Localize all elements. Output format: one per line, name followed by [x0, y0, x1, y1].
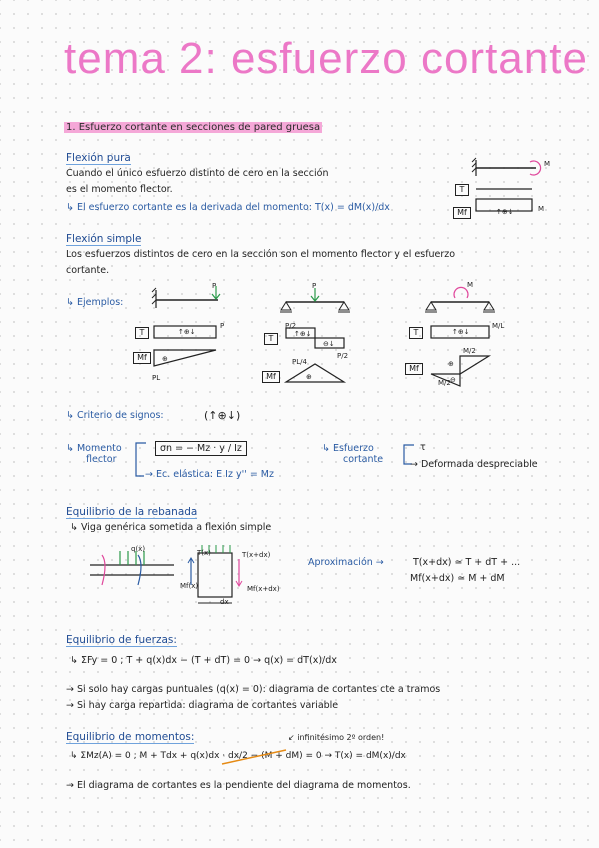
aprox-eq1: T(x+dx) ≃ T + dT + ...: [413, 557, 521, 568]
Txdx-label: T(x+dx): [242, 551, 271, 559]
momento-bracket: [135, 442, 146, 477]
ex2-T-sign: ↑⊕↓: [294, 330, 312, 338]
ex1-PL-label: PL: [152, 374, 161, 382]
fuerzas-eq: ↳ ΣFy = 0 ; T + q(x)dx − (T + dT) = 0 → …: [70, 655, 337, 666]
aprox-eq2: Mf(x+dx) ≃ M + dM: [410, 573, 505, 584]
ex1-P2-label: P: [220, 322, 225, 330]
criterio-label: ↳ Criterio de signos:: [66, 410, 164, 421]
aprox-label: Aproximación →: [308, 557, 384, 568]
elastica-text: → Ec. elástica: E Iz y'' = Mz: [145, 469, 274, 480]
ex1-Mf-box: Mf: [133, 352, 151, 364]
ex3-M2a-label: M/2: [463, 347, 476, 355]
ex1-Mf-sign: ⊕: [162, 355, 168, 363]
ex1-T-sign: ↑⊕↓: [178, 328, 196, 336]
heading-equilibrio-fuerzas: Equilibrio de fuerzas:: [66, 634, 177, 647]
strike-through: [221, 749, 287, 765]
section-heading: 1. Esfuerzo cortante en secciones de par…: [64, 122, 323, 133]
criterio-symbol: (↑⊕↓): [204, 409, 241, 422]
heading-equilibrio-rebanada: Equilibrio de la rebanada: [66, 506, 198, 519]
ejemplos-label: ↳ Ejemplos:: [66, 297, 124, 308]
flexion-pura-line1: Cuando el único esfuerzo distinto de cer…: [66, 168, 329, 179]
momento-label1: ↳ Momento: [66, 443, 122, 454]
heading-flexion-simple: Flexión simple: [66, 233, 142, 246]
heading-flexion-pura: Flexión pura: [66, 152, 131, 165]
ex2-Mf-box: Mf: [262, 371, 280, 383]
flexion-simple-line2: cortante.: [66, 265, 110, 276]
momento-label2: flector: [86, 454, 117, 465]
ex2-PL4-label: PL/4: [292, 358, 307, 366]
cortante-label2: cortante: [343, 454, 384, 465]
diagram-Mf-label: Mf: [453, 207, 471, 219]
Tx-label: T(x): [197, 549, 211, 557]
example3-diagram: [425, 286, 495, 387]
dx-label: dx: [220, 598, 229, 606]
ex1-P-label: P: [212, 282, 217, 290]
rebanada-line1: ↳ Viga genérica sometida a flexión simpl…: [70, 522, 272, 533]
flexion-simple-line1: Los esfuerzos distintos de cero en la se…: [66, 249, 456, 260]
ex3-T-sign: ↑⊕↓: [452, 328, 470, 336]
diagram-M-right: M: [538, 205, 545, 213]
fuerzas-bullet2: → Si hay carga repartida: diagrama de co…: [66, 700, 339, 711]
qx-label: q(x): [131, 545, 146, 553]
cortante-label1: ↳ Esfuerzo: [322, 443, 374, 454]
flexion-pura-line3: ↳ El esfuerzo cortante es la derivada de…: [66, 202, 390, 213]
section-heading-text: 1. Esfuerzo cortante en secciones de par…: [64, 122, 323, 133]
diagram-sign: ↑⊕↓: [496, 208, 514, 216]
momentos-final: → El diagrama de cortantes es la pendien…: [66, 780, 411, 791]
fuerzas-bullet1: → Si solo hay cargas puntuales (q(x) = 0…: [66, 684, 441, 695]
Mfx-label: Mf(x): [180, 582, 199, 590]
flexion-pura-line2: es el momento flector.: [66, 184, 173, 195]
example2-diagram: [280, 288, 350, 383]
ex2-P2b-label: P/2: [337, 352, 349, 360]
ex2-T-sign2: ⊖↓: [323, 340, 335, 348]
sigma-formula: σn = − Mz · y / Iz: [155, 441, 247, 456]
elastica-formula: → Ec. elástica: E Iz y'' = Mz: [145, 469, 274, 480]
tau-symbol: τ: [420, 442, 426, 453]
heading-equilibrio-momentos: Equilibrio de momentos:: [66, 731, 195, 744]
beam-slice-diagram: [90, 545, 243, 604]
ex3-M-label: M: [467, 281, 474, 289]
moment-label: M: [544, 160, 551, 168]
ex2-P2a-label: P/2: [285, 322, 297, 330]
infinitesimo-note: ↙ infinitésimo 2º orden!: [288, 733, 385, 742]
ex3-Mf-sign: ⊕: [448, 360, 454, 368]
ex3-ML-label: M/L: [492, 322, 505, 330]
cortante-bracket: [403, 444, 414, 465]
Mfxdx-label: Mf(x+dx): [247, 585, 280, 593]
diagram-T-label: T: [455, 184, 469, 196]
ex3-Mf-sign2: ⊖: [450, 376, 456, 384]
ex1-T-box: T: [135, 327, 149, 339]
ex2-P-label: P: [312, 282, 317, 290]
momentos-eq: ↳ ΣMz(A) = 0 ; M + Tdx + q(x)dx · dx/2 −…: [70, 751, 406, 761]
example1-diagram: [151, 286, 221, 367]
flexion-pura-diagram: [471, 157, 542, 212]
page-title: tema 2: esfuerzo cortante: [64, 34, 588, 83]
ex3-Mf-box: Mf: [405, 363, 423, 375]
deformada-text: → Deformada despreciable: [410, 459, 538, 470]
ex3-M2b-label: M/2: [438, 379, 451, 387]
ex2-T-box: T: [264, 333, 278, 345]
derivative-note: ↳ El esfuerzo cortante es la derivada de…: [66, 202, 390, 213]
ex3-T-box: T: [409, 327, 423, 339]
ex2-Mf-sign: ⊕: [306, 373, 312, 381]
